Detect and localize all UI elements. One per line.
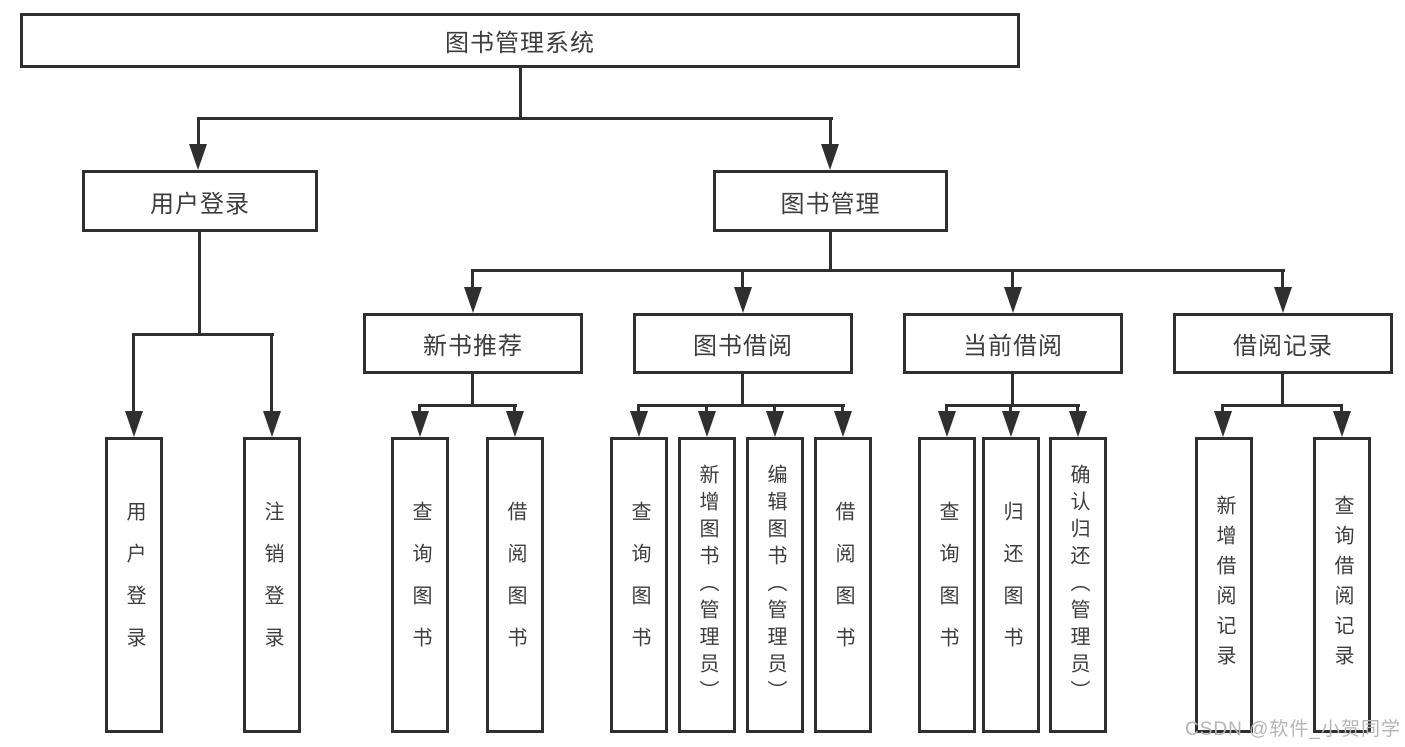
leaf-label: 借阅图书 — [504, 501, 526, 669]
leaf-label: 查询图书 — [936, 501, 958, 669]
leaf-logout: 注销登录 — [243, 437, 301, 733]
connector-drop — [945, 404, 948, 414]
connector-drop — [418, 404, 421, 414]
connector-drop — [841, 404, 844, 414]
connector-userlogin-branch — [132, 333, 274, 336]
connector-drop-book-mgmt — [829, 117, 832, 147]
arrow-down-icon — [734, 287, 752, 313]
arrow-down-icon — [1333, 411, 1351, 437]
connector-bookborrow-stem — [741, 374, 744, 407]
connector-bookmgmt-stem — [829, 232, 832, 272]
connector-borrowrecords-stem — [1281, 374, 1284, 407]
arrow-down-icon — [189, 144, 207, 170]
leaf-borrow-books-2: 借阅图书 — [814, 437, 872, 733]
leaf-label: 查询借阅记录 — [1331, 495, 1353, 675]
connector-drop-currentborrow — [1011, 269, 1014, 291]
connector-drop-borrowrecords — [1281, 269, 1284, 291]
leaf-return-books: 归还图书 — [982, 437, 1040, 733]
leaf-label: 新增借阅记录 — [1213, 495, 1235, 675]
leaf-edit-book-admin: 编辑图书（管理员） — [746, 437, 804, 733]
connector-drop-user-login — [197, 117, 200, 147]
connector-drop — [513, 404, 516, 414]
connector-drop — [1076, 404, 1079, 414]
arrow-down-icon — [1274, 287, 1292, 313]
connector-userlogin-stem — [198, 232, 201, 335]
leaf-query-books-3: 查询图书 — [918, 437, 976, 733]
connector-newbook-branch — [418, 404, 517, 407]
arrow-down-icon — [506, 411, 524, 437]
arrow-down-icon — [125, 411, 143, 437]
leaf-confirm-return-admin: 确认归还（管理员） — [1049, 437, 1107, 733]
leaf-label: 查询图书 — [409, 501, 431, 669]
arrow-down-icon — [938, 411, 956, 437]
leaf-label: 编辑图书（管理员） — [764, 463, 786, 707]
leaf-query-borrow-record: 查询借阅记录 — [1313, 437, 1371, 733]
node-root: 图书管理系统 — [20, 13, 1020, 68]
leaf-label: 确认归还（管理员） — [1067, 463, 1089, 707]
leaf-label: 注销登录 — [261, 501, 283, 669]
arrow-down-icon — [834, 411, 852, 437]
connector-drop-bookborrow — [741, 269, 744, 291]
leaf-label: 用户登录 — [123, 501, 145, 669]
connector-borrowrecords-branch — [1221, 404, 1343, 407]
connector-drop — [1009, 404, 1012, 414]
leaf-label: 查询图书 — [628, 501, 650, 669]
arrow-down-icon — [698, 411, 716, 437]
connector-newbook-stem — [471, 374, 474, 407]
node-borrow-records: 借阅记录 — [1173, 313, 1393, 374]
arrow-down-icon — [411, 411, 429, 437]
leaf-label: 新增图书（管理员） — [696, 463, 718, 707]
arrow-down-icon — [464, 287, 482, 313]
connector-bookborrow-branch — [637, 404, 845, 407]
leaf-user-login: 用户登录 — [105, 437, 163, 733]
leaf-label: 归还图书 — [1000, 501, 1022, 669]
arrow-down-icon — [821, 144, 839, 170]
leaf-label: 借阅图书 — [832, 501, 854, 669]
leaf-add-book-admin: 新增图书（管理员） — [678, 437, 736, 733]
node-current-borrow: 当前借阅 — [903, 313, 1123, 374]
arrow-down-icon — [1002, 411, 1020, 437]
leaf-add-borrow-record: 新增借阅记录 — [1195, 437, 1253, 733]
watermark: CSDN @软件_小贺同学 — [1185, 719, 1401, 740]
connector-currentborrow-branch — [945, 404, 1080, 407]
connector-drop — [705, 404, 708, 414]
arrow-down-icon — [1004, 287, 1022, 313]
connector-drop — [1221, 404, 1224, 414]
arrow-down-icon — [1214, 411, 1232, 437]
leaf-query-books-2: 查询图书 — [610, 437, 668, 733]
leaf-borrow-books-1: 借阅图书 — [486, 437, 544, 733]
arrow-down-icon — [766, 411, 784, 437]
leaf-query-books-1: 查询图书 — [391, 437, 449, 733]
connector-drop-newbook — [471, 269, 474, 291]
node-new-book-rec: 新书推荐 — [363, 313, 583, 374]
connector-drop — [1340, 404, 1343, 414]
node-book-mgmt: 图书管理 — [713, 170, 948, 232]
connector-currentborrow-stem — [1011, 374, 1014, 407]
connector-root-branch — [197, 117, 833, 120]
arrow-down-icon — [630, 411, 648, 437]
connector-drop — [637, 404, 640, 414]
connector-drop — [773, 404, 776, 414]
node-user-login: 用户登录 — [82, 170, 318, 232]
connector-bookmgmt-branch — [471, 269, 1285, 272]
connector-drop-leaf-logout — [270, 333, 273, 413]
arrow-down-icon — [263, 411, 281, 437]
connector-root-stem — [519, 68, 522, 118]
arrow-down-icon — [1069, 411, 1087, 437]
connector-drop-leaf-login — [132, 333, 135, 413]
node-book-borrow: 图书借阅 — [633, 313, 853, 374]
